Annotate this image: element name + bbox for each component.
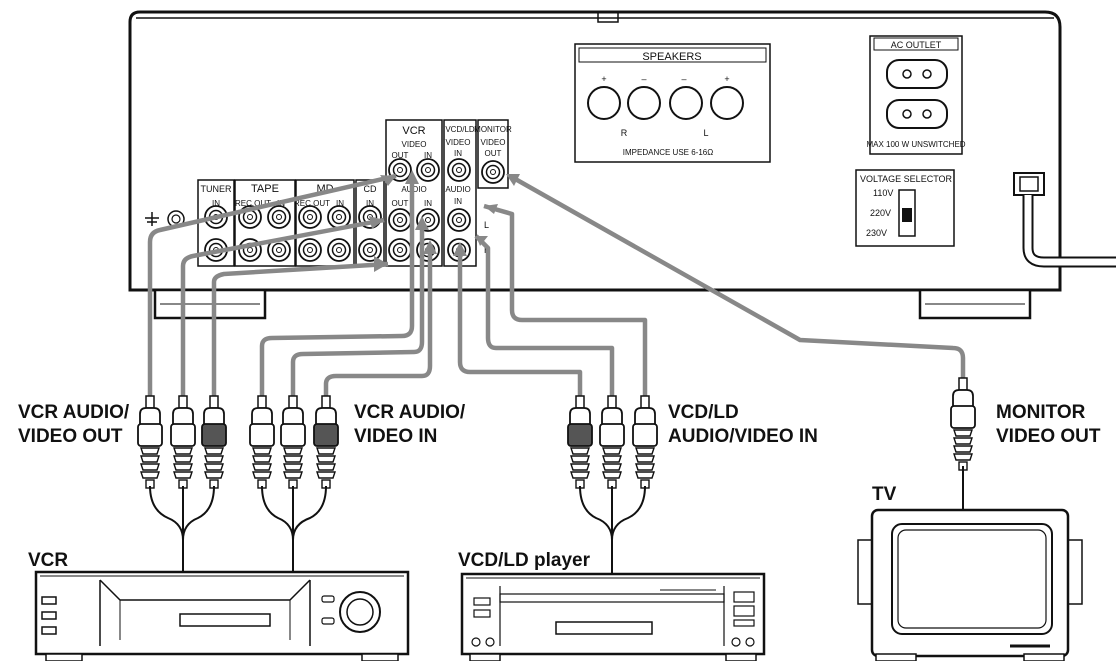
vcr-av-in-label-line2: VIDEO IN	[354, 426, 437, 447]
vcdld-player-label: VCD/LD player	[458, 550, 591, 571]
cables	[147, 170, 966, 398]
device-wiring	[149, 466, 964, 574]
rca-plugs	[137, 377, 976, 489]
monitor-video-out-label: OUT	[485, 149, 502, 158]
vcdld-video-in-label: IN	[454, 149, 462, 158]
ac-outlet-title: AC OUTLET	[891, 40, 942, 50]
jack-md-in-l[interactable]	[327, 205, 351, 229]
plug-vcr-out-audio-r	[201, 395, 227, 489]
vcdld-av-in-label-line1: VCD/LD	[668, 402, 739, 423]
jack-vcr-audio-out-r[interactable]	[388, 238, 412, 262]
jack-vcr-audio-out-l[interactable]	[388, 208, 412, 232]
jack-cd-in-r[interactable]	[358, 238, 382, 262]
cd-in-label: IN	[366, 199, 374, 208]
monitor-video-out-label-line1: MONITOR	[996, 402, 1086, 423]
jack-tape-in-l[interactable]	[267, 205, 291, 229]
vcdld-player-device	[460, 572, 766, 661]
cable-vcr-video-in	[259, 176, 415, 398]
jack-tape-in-r[interactable]	[267, 238, 291, 262]
vcdld-av-in-label-line2: AUDIO/VIDEO IN	[668, 426, 818, 447]
plug-monitor-video	[950, 377, 976, 471]
ac-outlet-socket-2	[886, 99, 948, 129]
tape-rec-out-label: REC OUT	[235, 199, 271, 208]
cable-vcdld-audio-r	[483, 203, 648, 398]
cd-title: CD	[364, 184, 377, 194]
cable-vcdld-video	[457, 248, 583, 398]
speaker-terminal-l-plus[interactable]	[710, 86, 744, 120]
jack-vcdld-video-in[interactable]	[447, 158, 471, 182]
md-in-label: IN	[336, 199, 344, 208]
channel-l-label: L	[484, 220, 489, 230]
plug-vcdld-audio-r	[567, 395, 593, 489]
voltage-110: 110V	[873, 188, 893, 198]
vcr-av-out-label-line1: VCR AUDIO/	[18, 402, 130, 423]
speakers-panel: SPEAKERS + – – + R L IMPEDANCE USE 6-16Ω	[574, 43, 771, 163]
cable-vcr-audio-in-r	[323, 246, 433, 398]
vcr-video-in-label: IN	[424, 151, 432, 160]
vcdld-audio-label: AUDIO	[445, 185, 470, 194]
plug-vcr-in-audio-l	[280, 395, 306, 489]
monitor-video-out-label-line2: VIDEO OUT	[996, 426, 1101, 447]
jack-vcdld-audio-in-l[interactable]	[447, 208, 471, 232]
jack-md-in-r[interactable]	[327, 238, 351, 262]
jack-vcr-video-in[interactable]	[416, 158, 440, 182]
plug-vcr-in-video	[249, 395, 275, 489]
jack-monitor-video-out[interactable]	[481, 160, 505, 184]
tv-label: TV	[872, 484, 897, 505]
monitor-video-label: VIDEO	[481, 138, 506, 147]
speaker-impedance: IMPEDANCE USE 6-16Ω	[623, 148, 713, 157]
cable-vcr-audio-out-l	[180, 217, 385, 398]
md-rec-out-label: REC OUT	[294, 199, 330, 208]
vcdld-audio-in-label: IN	[454, 197, 462, 206]
voltage-selector: VOLTAGE SELECTOR 110V 220V 230V	[855, 169, 955, 247]
vcr-av-out-label-line2: VIDEO OUT	[18, 426, 123, 447]
speaker-terminal-l-minus[interactable]	[669, 86, 703, 120]
plug-vcdld-audio-l	[599, 395, 625, 489]
cable-monitor	[508, 174, 966, 380]
speaker-polarity-4: +	[724, 74, 729, 84]
ac-outlet-socket-1	[886, 59, 948, 89]
cable-vcr-audio-in-l	[290, 222, 425, 398]
vcdld-video-label: VIDEO	[446, 138, 471, 147]
speaker-polarity-3: –	[681, 74, 686, 84]
vcdld-title: VCD/LD	[445, 125, 475, 134]
tuner-title: TUNER	[201, 184, 232, 194]
cable-vcr-audio-out-r	[211, 261, 389, 398]
vcr-audio-in-label: IN	[424, 199, 432, 208]
cable-vcr-video-out	[147, 173, 397, 398]
speaker-polarity-1: +	[601, 74, 606, 84]
plug-vcr-in-audio-r	[313, 395, 339, 489]
vcr-audio-out-label: OUT	[392, 199, 409, 208]
vcr-video-out-label: OUT	[392, 151, 409, 160]
ac-outlet-note: MAX 100 W UNSWITCHED	[866, 140, 965, 149]
speaker-channel-l: L	[703, 128, 708, 138]
tuner-in-label: IN	[212, 199, 220, 208]
voltage-230: 230V	[866, 228, 887, 238]
vcr-device	[34, 570, 410, 661]
plug-vcr-out-audio-l	[170, 395, 196, 489]
tape-title: TAPE	[251, 183, 279, 195]
vcr-av-in-label-line1: VCR AUDIO/	[354, 402, 466, 423]
ac-outlet-panel: AC OUTLET MAX 100 W UNSWITCHED	[866, 35, 966, 155]
vcr-video-label: VIDEO	[402, 140, 427, 149]
power-cord	[1013, 172, 1116, 268]
tv-device	[857, 508, 1083, 661]
speaker-polarity-2: –	[641, 74, 646, 84]
ground-terminal[interactable]	[145, 210, 185, 228]
speaker-terminal-r-minus[interactable]	[627, 86, 661, 120]
vcr-title: VCR	[402, 125, 425, 137]
speaker-channel-r: R	[621, 128, 628, 138]
vcr-label: VCR	[28, 550, 68, 571]
cable-vcdld-audio-l	[474, 234, 615, 398]
speaker-terminal-r-plus[interactable]	[587, 86, 621, 120]
jack-md-rec-out-r[interactable]	[298, 238, 322, 262]
voltage-selector-title: VOLTAGE SELECTOR	[860, 174, 953, 184]
speakers-title: SPEAKERS	[642, 51, 701, 63]
voltage-220: 220V	[870, 208, 891, 218]
monitor-title: MONITOR	[474, 125, 512, 134]
plug-vcdld-video	[632, 395, 658, 489]
jack-md-rec-out-l[interactable]	[298, 205, 322, 229]
plug-vcr-out-video	[137, 395, 163, 489]
